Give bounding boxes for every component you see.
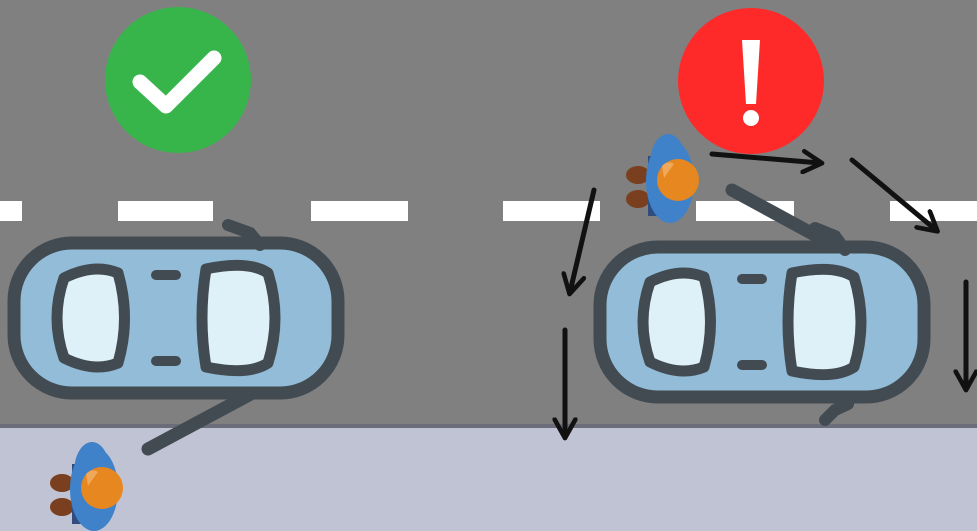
exclamation-icon xyxy=(742,40,760,126)
check-badge-circle xyxy=(105,7,251,153)
car-top-view-icon xyxy=(600,247,924,397)
check-badge xyxy=(105,7,251,153)
warning-badge xyxy=(678,8,824,154)
curb xyxy=(0,424,977,428)
car-top-view-icon xyxy=(14,243,338,393)
